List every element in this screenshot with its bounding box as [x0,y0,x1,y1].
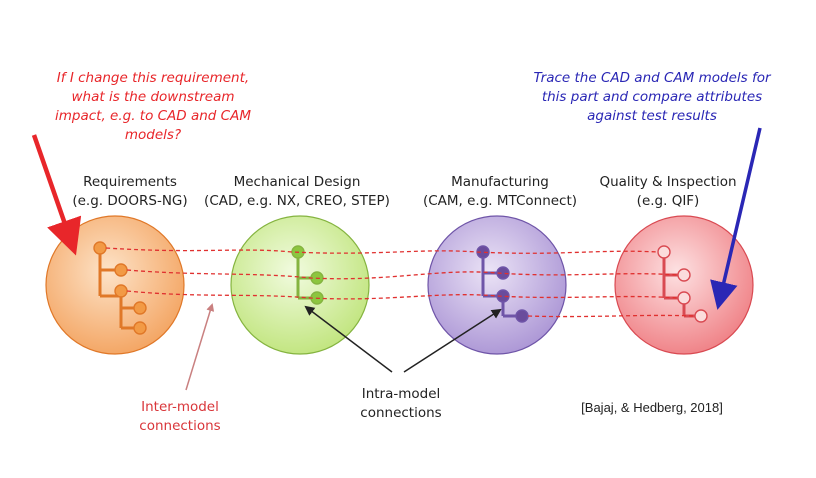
tree-node [657,245,671,259]
top-right-note: Trace the CAD and CAM models for this pa… [533,70,771,124]
tree-node [133,301,147,315]
inter-model-label: Inter-model connections [139,399,220,434]
quality-inspection-tree [657,245,708,323]
top-right-note-line: Trace the CAD and CAM models for [533,70,771,86]
top-right-note-line: this part and compare attributes [542,89,762,105]
model-titles: Requirements (e.g. DOORS-NG) Mechanical … [72,174,736,209]
dashed-link [126,269,679,280]
model-title-requirements: Requirements [83,174,177,190]
red-callout-arrow [31,134,82,256]
top-left-note-line: If I change this requirement, [57,70,249,86]
tree-node [114,284,128,298]
top-left-note-line: what is the downstream [71,89,234,105]
tree-node [677,291,691,305]
tree-node [93,241,107,255]
requirements-model-circle [45,215,185,355]
model-subtitle-requirements: (e.g. DOORS-NG) [72,193,187,209]
tree-node [694,309,708,323]
model-title-manufacturing: Manufacturing [451,174,549,190]
mechanical-design-model-circle [230,215,370,355]
inter-model-pointer-arrow [185,303,215,391]
top-left-note: If I change this requirement, what is th… [55,70,251,143]
quality-inspection-model-circle [614,215,754,355]
citation: [Bajaj, & Hedberg, 2018] [581,400,723,415]
top-left-note-line: impact, e.g. to CAD and CAM [55,108,251,124]
inter-model-label-line: connections [139,418,220,434]
tree-node [133,321,147,335]
intra-model-label-line: connections [360,405,441,421]
top-left-note-line: models? [125,127,181,143]
tree-node [677,268,691,282]
dashed-link [105,247,659,254]
model-subtitle-manufacturing: (CAM, e.g. MTConnect) [423,193,577,209]
inter-model-dashed-links [105,247,696,318]
intra-model-pointer-arrow [403,308,502,373]
model-title-mechanical-design: Mechanical Design [234,174,361,190]
inter-model-label-line: Inter-model [141,399,219,415]
tree-node [496,266,510,280]
dashed-link [527,314,696,318]
tree-node [496,289,510,303]
intra-model-pointer-arrow [304,305,393,373]
tree-node [515,309,529,323]
manufacturing-model-circle [427,215,567,355]
model-subtitle-mechanical-design: (CAD, e.g. NX, CREO, STEP) [204,193,390,209]
model-subtitle-quality-inspection: (e.g. QIF) [637,193,700,209]
dashed-link [126,290,679,300]
tree-node [114,263,128,277]
intra-model-label: Intra-model connections [360,386,441,421]
model-title-quality-inspection: Quality & Inspection [599,174,736,190]
blue-callout-arrow [710,127,762,310]
top-right-note-line: against test results [587,108,717,124]
intra-model-label-line: Intra-model [362,386,441,402]
